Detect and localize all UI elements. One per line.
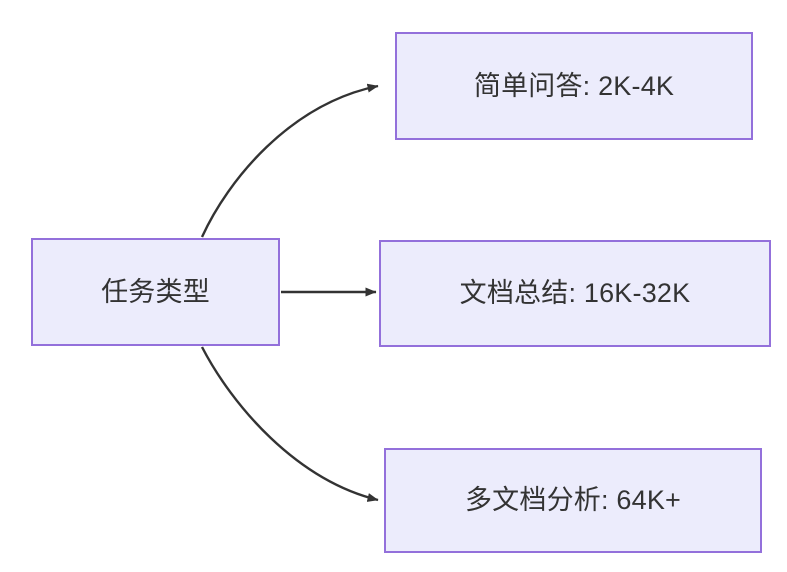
- node-doc-summary[interactable]: 文档总结: 16K-32K: [379, 240, 771, 347]
- node-task-type-label: 任务类型: [101, 276, 210, 307]
- node-doc-summary-label: 文档总结: 16K-32K: [459, 278, 691, 309]
- node-simple-qa-label: 简单问答: 2K-4K: [473, 70, 675, 101]
- node-multidoc-analysis-label: 多文档分析: 64K+: [464, 485, 681, 516]
- node-simple-qa[interactable]: 简单问答: 2K-4K: [395, 32, 753, 140]
- node-multidoc-analysis[interactable]: 多文档分析: 64K+: [384, 448, 762, 553]
- node-task-type[interactable]: 任务类型: [31, 238, 280, 346]
- edge-task-type-to-multidoc-analysis: [200, 346, 379, 502]
- edge-task-type-to-simple-qa: [200, 83, 379, 238]
